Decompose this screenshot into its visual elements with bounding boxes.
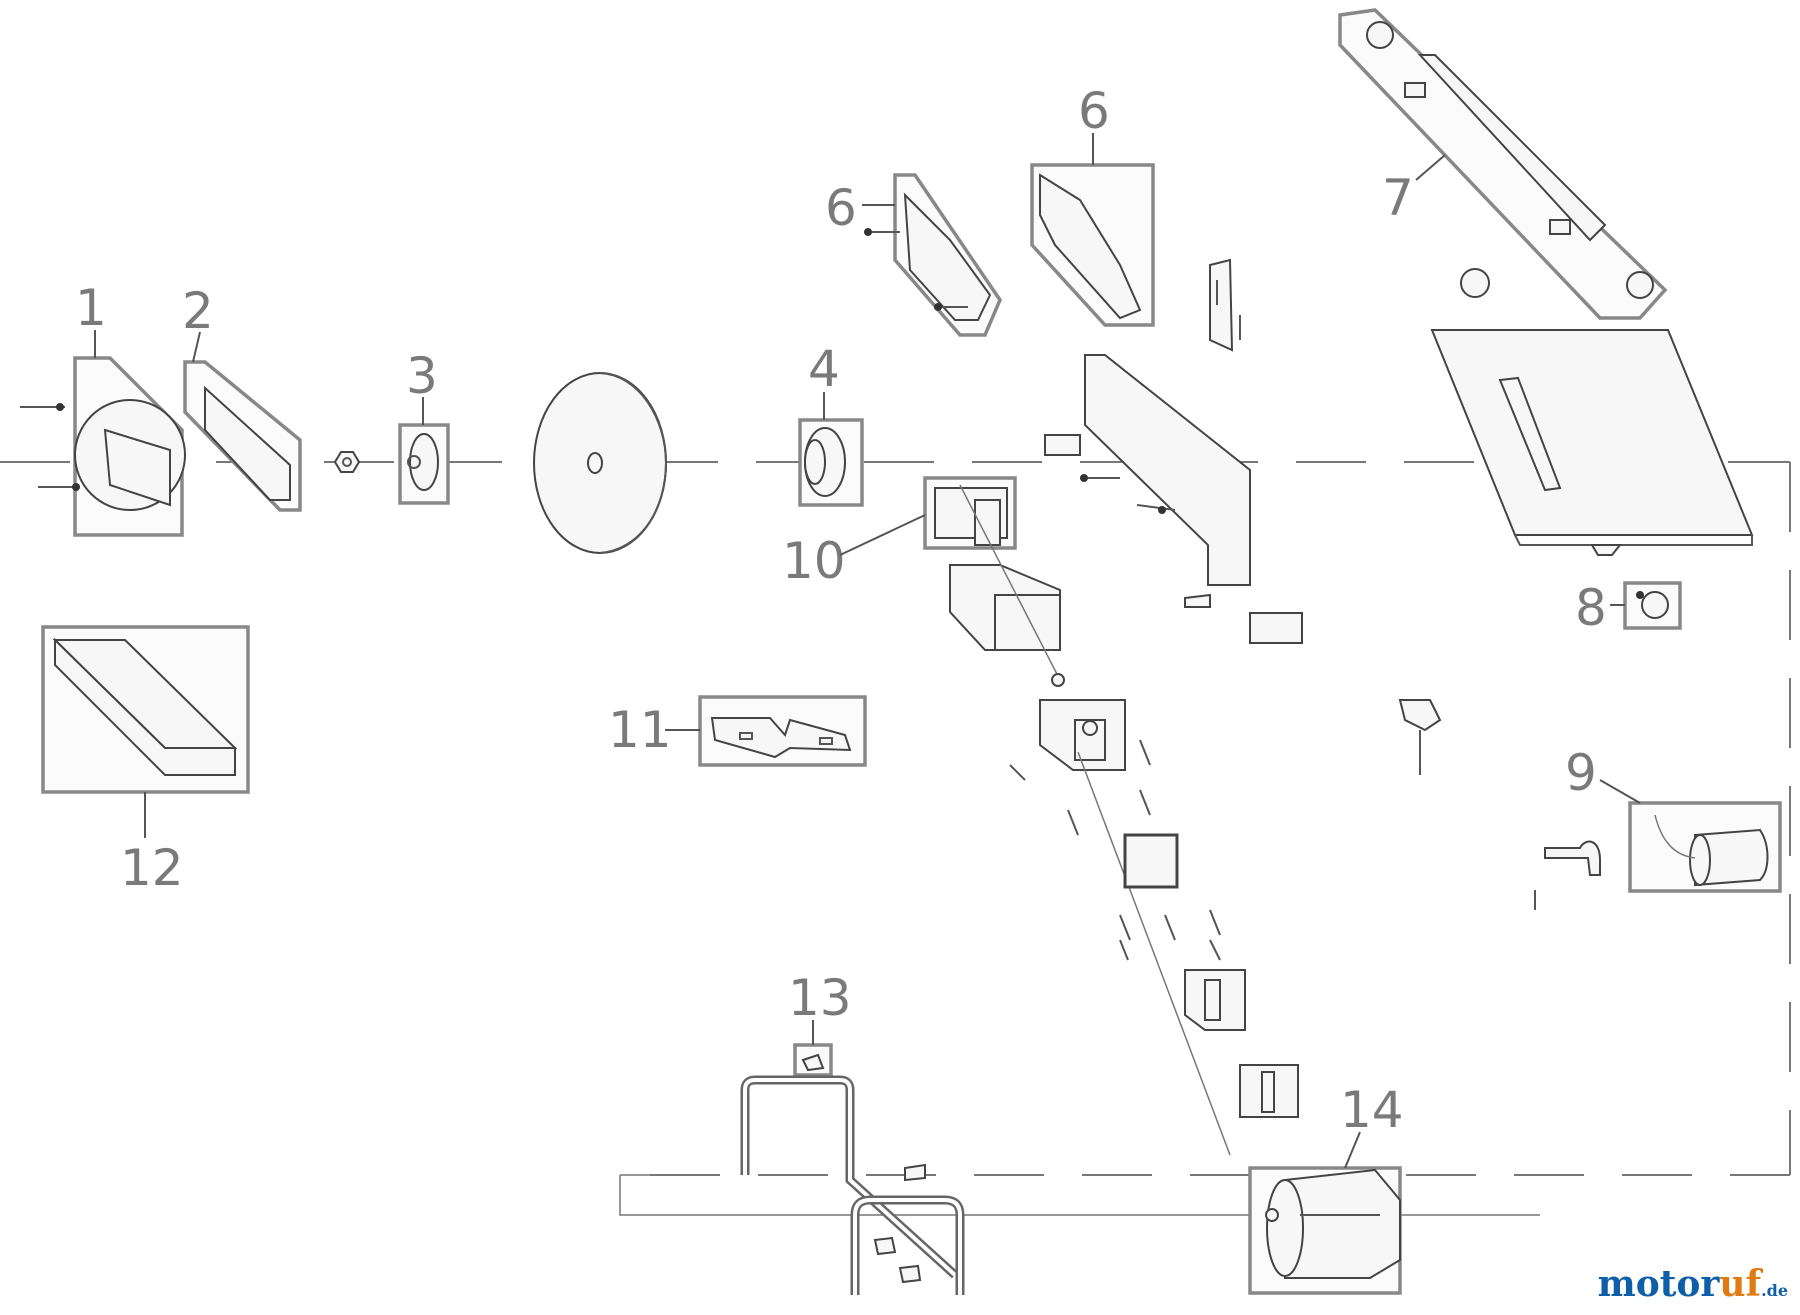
callout-7: 7 [1382, 169, 1414, 227]
part-10-switch-box [923, 476, 1065, 687]
centre-axis-lines [0, 461, 1791, 1216]
callout-13: 13 [788, 969, 852, 1027]
motor-mount-assembly [1039, 699, 1299, 1156]
callout-14: 14 [1340, 1081, 1404, 1139]
machine-housing [1044, 258, 1303, 644]
callout-8: 8 [1575, 579, 1607, 637]
power-plug [1398, 699, 1442, 775]
part-4-outer-flange [798, 418, 864, 507]
motoruf-watermark-logo: motoruf.de [1597, 1263, 1788, 1305]
callout-3: 3 [406, 347, 438, 405]
callout-2: 2 [182, 282, 214, 340]
mounting-screws [1009, 739, 1536, 961]
saw-table-top [1430, 329, 1754, 556]
saw-blade [533, 372, 668, 554]
callout-6-left: 6 [825, 179, 857, 237]
callout-1: 1 [75, 279, 107, 337]
part-6-guard-half-right [1030, 163, 1155, 327]
callout-6-right: 6 [1078, 82, 1110, 140]
hex-nut [333, 451, 361, 473]
callout-10: 10 [782, 532, 846, 590]
callout-4: 4 [808, 340, 840, 398]
part-12-dust-tray [41, 625, 250, 794]
part-13-stand-clip [793, 1043, 833, 1077]
callout-9: 9 [1565, 744, 1597, 802]
part-2-riving-knife-bracket [183, 360, 302, 512]
part-8-locking-knob [1623, 581, 1682, 630]
part-3-flange [398, 423, 450, 505]
part-9-capacitor [1544, 801, 1782, 893]
part-11-base-bracket [698, 695, 867, 767]
callout-11: 11 [608, 701, 672, 759]
stand-frame [740, 1075, 965, 1295]
part-6-guard-half-left [864, 173, 1002, 337]
part-14-motor [1248, 1166, 1402, 1295]
part-1-blade-guard [20, 356, 186, 537]
callout-12: 12 [120, 839, 184, 897]
part-7-rip-fence [1338, 8, 1668, 320]
